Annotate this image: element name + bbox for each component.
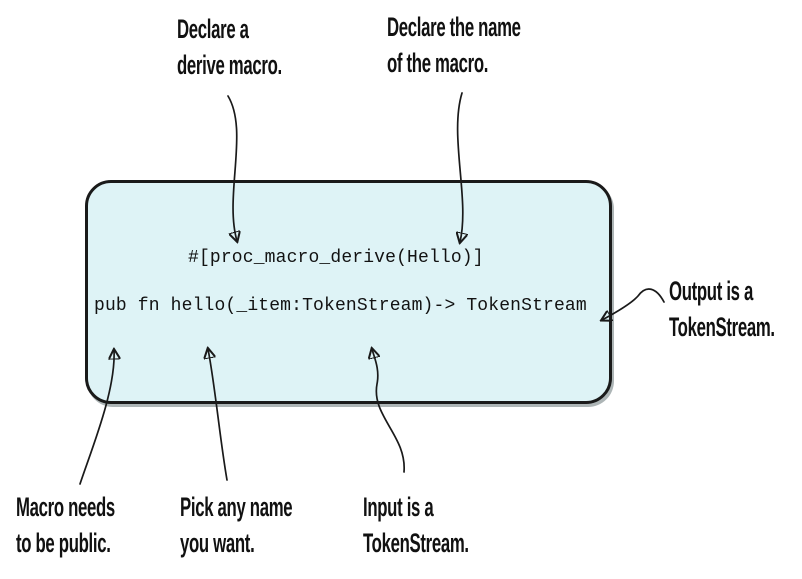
label-line: TokenStream.	[363, 528, 469, 558]
label-line: of the macro.	[387, 48, 489, 78]
label-line: TokenStream.	[669, 312, 775, 342]
label-macro-public: Macro needs to be public.	[16, 489, 115, 561]
label-line: derive macro.	[177, 50, 282, 80]
code-box	[85, 180, 612, 404]
label-input-tokenstream: Input is a TokenStream.	[363, 489, 469, 561]
label-line: you want.	[180, 528, 255, 558]
label-declare-macro-name: Declare the name of the macro.	[387, 9, 521, 81]
label-line: Declare a	[177, 14, 249, 44]
code-function-signature: pub fn hello(_item:TokenStream)-> TokenS…	[94, 296, 587, 316]
label-line: to be public.	[16, 528, 111, 558]
code-attribute-line: #[proc_macro_derive(Hello)]	[188, 248, 484, 268]
label-pick-any-name: Pick any name you want.	[180, 489, 293, 561]
label-declare-derive-macro: Declare a derive macro.	[177, 11, 282, 83]
label-output-tokenstream: Output is a TokenStream.	[669, 273, 775, 345]
label-line: Output is a	[669, 276, 754, 306]
label-line: Pick any name	[180, 492, 293, 522]
label-line: Input is a	[363, 492, 434, 522]
label-line: Declare the name	[387, 12, 521, 42]
label-line: Macro needs	[16, 492, 115, 522]
